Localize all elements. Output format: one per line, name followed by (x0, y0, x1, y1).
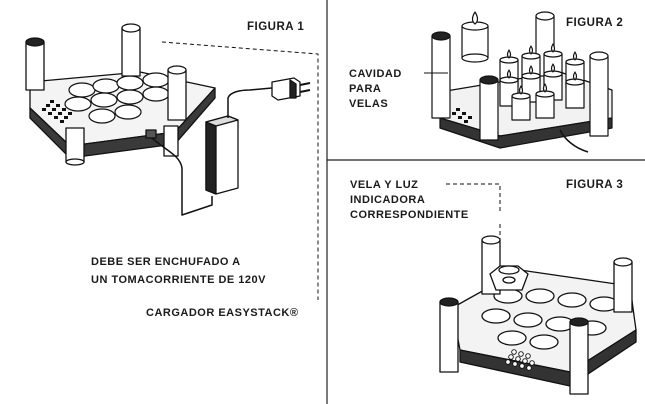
candle-label-line-1: VELA Y LUZ (350, 179, 419, 191)
candle-label-line-2: INDICADORA (350, 194, 426, 206)
fig1-posts (25, 23, 187, 166)
fig1-cavities (64, 72, 170, 124)
fig1-wall-plug (271, 77, 311, 101)
cavity-label-line-3: VELAS (349, 98, 389, 110)
fig1-charger-illustration (25, 23, 319, 300)
fig3-cavities (481, 288, 619, 350)
fig3-indicator-lights (505, 349, 535, 371)
figure-3-title: FIGURA 3 (566, 179, 624, 191)
fig3-indicator-illustration (439, 183, 637, 395)
charger-label: CARGADOR EASYSTACK® (146, 307, 299, 319)
cavity-label-line-1: CAVIDAD (349, 68, 402, 80)
figure-2-title: FIGURA 2 (566, 17, 624, 29)
fig2-lifted-candle (461, 11, 489, 63)
fig2-candles-illustration (424, 11, 613, 153)
candle-label-line-3: CORRESPONDIENTE (350, 209, 469, 221)
fig2-candle-grid (499, 43, 585, 121)
figure-1-title: FIGURA 1 (247, 21, 305, 33)
plug-note-line-1: DEBE SER ENCHUFADO A (91, 256, 241, 268)
panel-borders (326, 0, 645, 404)
fig1-indicator-grill (42, 100, 72, 123)
fig2-indicator-grill (452, 108, 472, 123)
fig3-selected-candle (489, 265, 529, 291)
cavity-label-line-2: PARA (349, 83, 382, 95)
plug-note-line-2: UN TOMACORRIENTE DE 120V (91, 274, 266, 286)
fig1-power-adapter (205, 115, 239, 195)
